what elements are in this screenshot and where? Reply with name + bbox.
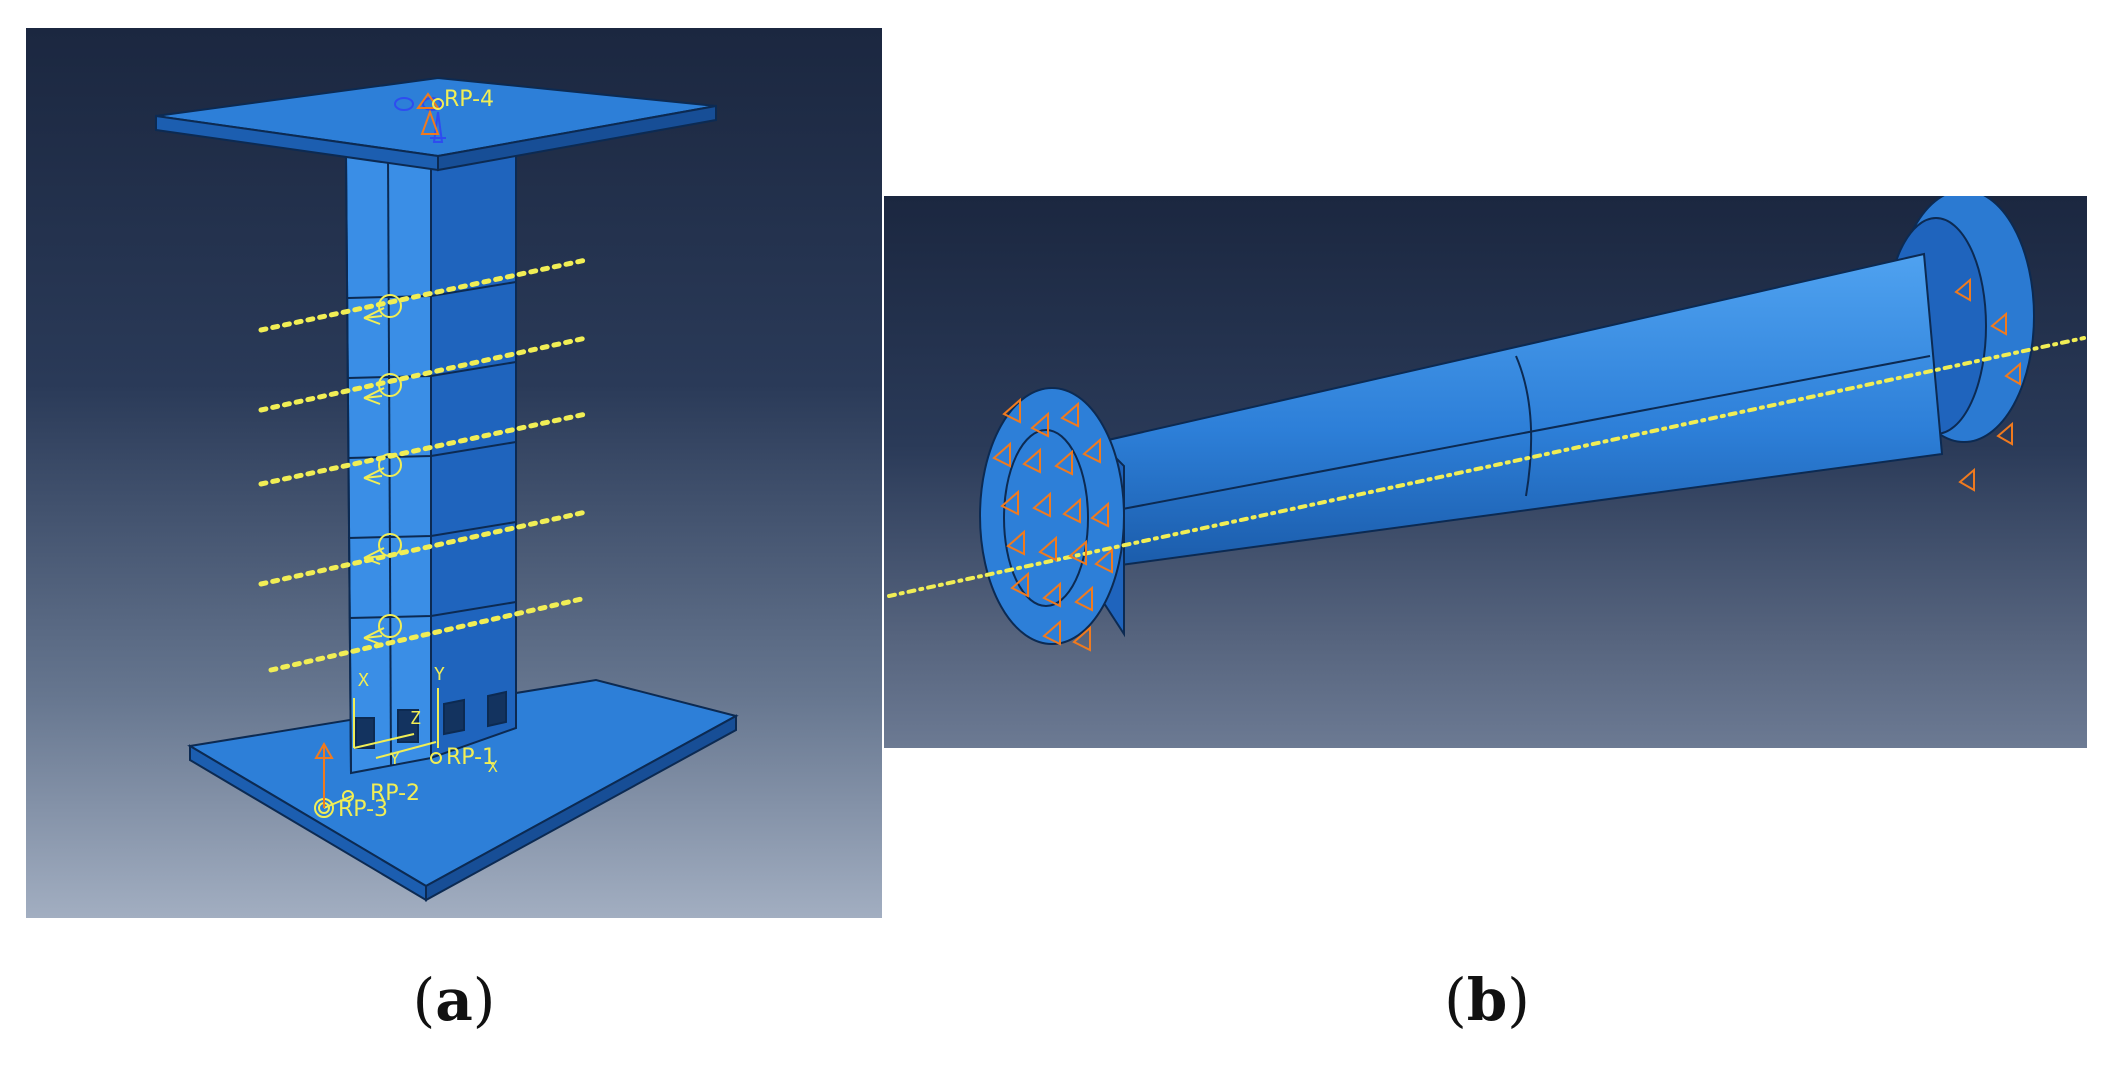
rp4-boundary-symbol: RP-4 xyxy=(394,87,494,143)
caption-b: (b) xyxy=(1444,966,1530,1034)
axis-label-y-small: Y xyxy=(390,749,400,768)
rp2-label: RP-2 xyxy=(370,781,420,806)
rp1-label: RP-1 xyxy=(446,745,496,770)
caption-a: (a) xyxy=(412,966,496,1034)
model-viewport-a: RP-4 X Y Z Y X RP-1 RP-2 RP-3 xyxy=(26,28,882,918)
axis-label-x-left: X xyxy=(358,670,369,691)
model-viewport-b xyxy=(884,196,2087,748)
orange-load-arrow xyxy=(314,741,334,808)
right-boundary-symbols xyxy=(1954,277,2021,492)
coupling-symbols xyxy=(363,294,402,645)
axis-constraint-line xyxy=(887,336,2086,598)
axis-label-y-top: Y xyxy=(434,664,445,685)
bolt-shaft xyxy=(1027,252,1944,576)
left-flange xyxy=(979,387,1125,645)
rp3-label: RP-3 xyxy=(338,797,388,822)
column-model-drawing: RP-4 X Y Z Y X RP-1 RP-2 RP-3 xyxy=(155,76,739,902)
rp4-label: RP-4 xyxy=(444,87,494,112)
axis-label-z: Z xyxy=(410,708,421,729)
constraint-lines xyxy=(258,257,589,673)
top-plate xyxy=(155,76,717,172)
bolt-model-drawing xyxy=(887,196,2086,652)
base-plate xyxy=(187,678,739,902)
caption-b-letter: b xyxy=(1466,966,1508,1034)
left-boundary-symbols xyxy=(992,397,1113,652)
axis-label-x-small: X xyxy=(488,757,498,776)
column-shaft xyxy=(344,144,517,775)
bottom-reference-symbols xyxy=(314,688,442,818)
caption-a-letter: a xyxy=(435,966,473,1034)
